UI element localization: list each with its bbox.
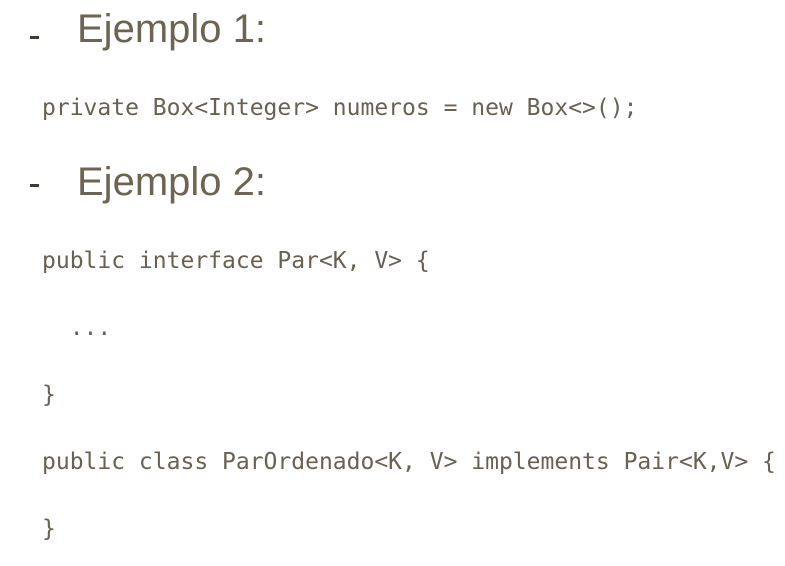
code-line: private Box<Integer> numeros = new Box<>… — [42, 95, 638, 121]
code-line: ... — [42, 315, 112, 341]
code-line: public interface Par<K, V> { — [42, 248, 430, 274]
code-line: } — [42, 516, 56, 542]
dash-bullet-icon — [30, 184, 39, 187]
code-line: } — [42, 382, 56, 408]
section-heading-ejemplo-2: Ejemplo 2: — [77, 160, 266, 204]
section-heading-ejemplo-1: Ejemplo 1: — [77, 7, 266, 51]
code-line: public class ParOrdenado<K, V> implement… — [42, 449, 776, 475]
dash-bullet-icon — [30, 36, 39, 39]
